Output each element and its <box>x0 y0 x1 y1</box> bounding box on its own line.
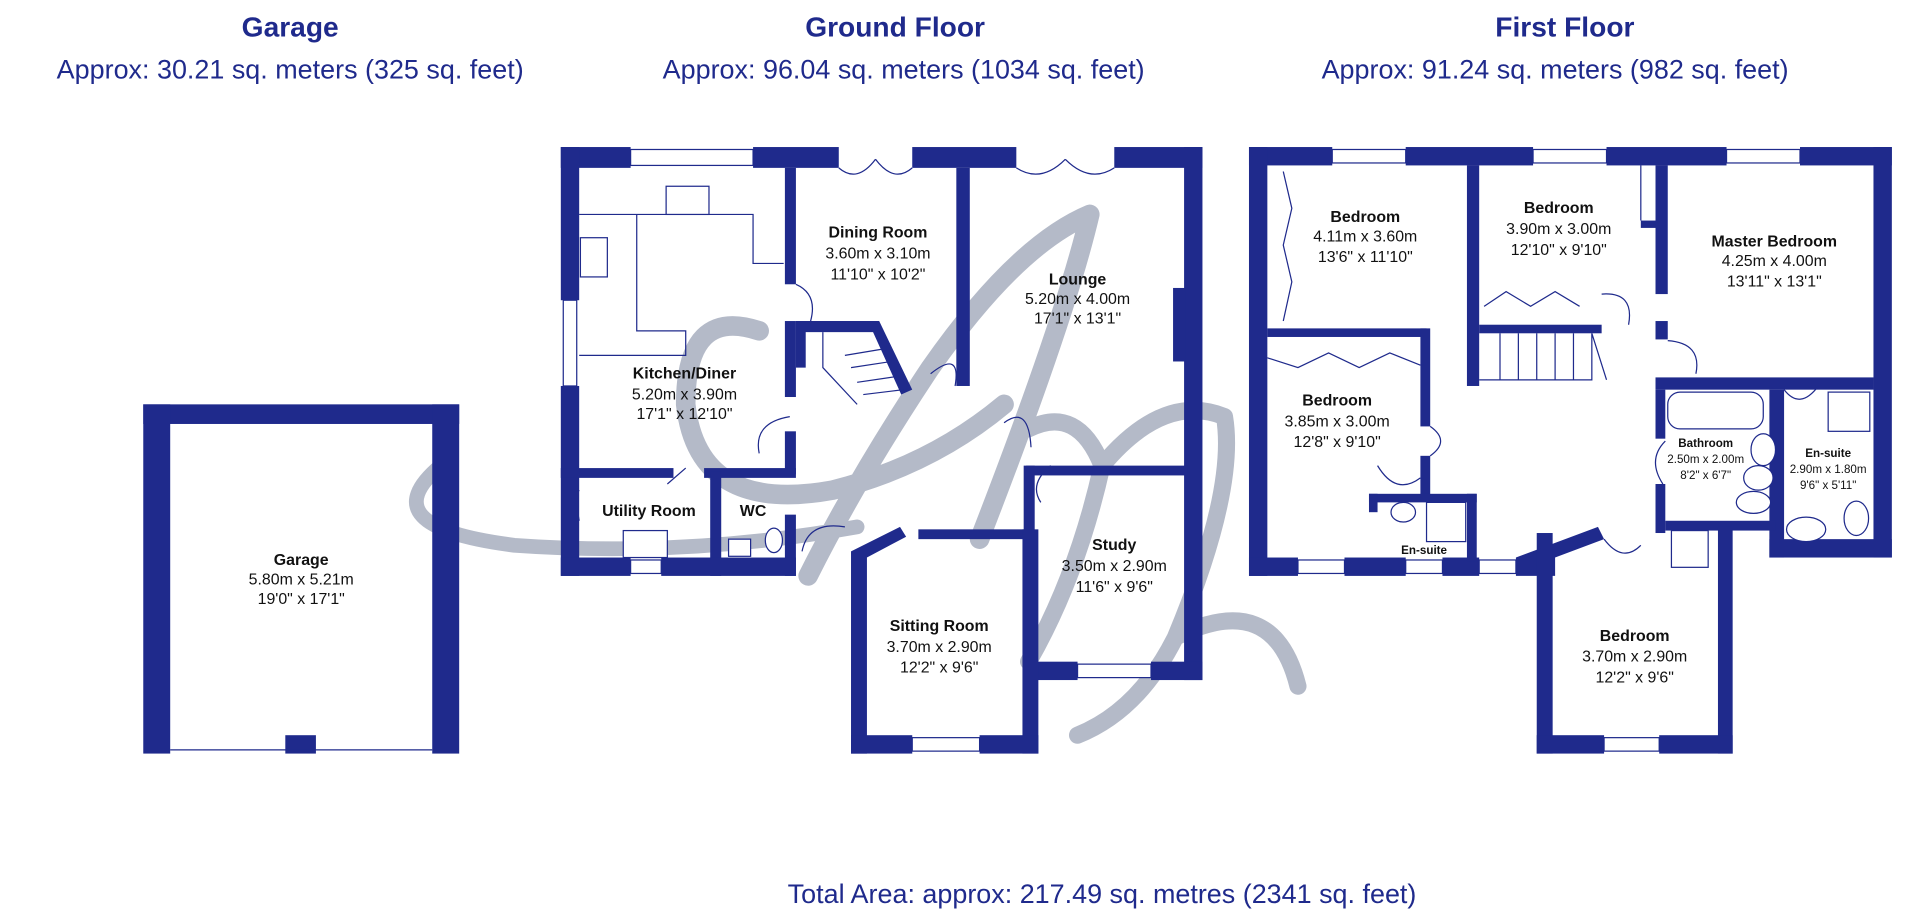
room-size-metric: 4.25m x 4.00m <box>1722 253 1827 270</box>
room-name: WC <box>740 503 767 520</box>
room-garage: Garage 5.80m x 5.21m 19'0" x 17'1" <box>249 552 354 608</box>
room-bedroom-1: Bedroom 4.11m x 3.60m 13'6" x 11'10" <box>1313 209 1417 266</box>
room-name: En-suite <box>1401 544 1447 557</box>
room-size-metric: 2.50m x 2.00m <box>1667 453 1744 466</box>
room-sitting: Sitting Room 3.70m x 2.90m 12'2" x 9'6" <box>887 618 992 677</box>
ground-floor-area: Approx: 96.04 sq. meters (1034 sq. feet) <box>663 54 1145 84</box>
room-name: Utility Room <box>602 503 696 520</box>
room-size-metric: 3.60m x 3.10m <box>825 246 930 263</box>
room-size-metric: 5.20m x 3.90m <box>632 386 737 403</box>
room-en-suite: En-suite 2.90m x 1.80m 9'6" x 5'11" <box>1790 447 1867 492</box>
total-area: Total Area: approx: 217.49 sq. metres (2… <box>788 879 1417 909</box>
room-size-imperial: 9'6" x 5'11" <box>1800 479 1856 492</box>
watermark-swash <box>409 458 865 557</box>
room-size-imperial: 19'0" x 17'1" <box>258 591 345 608</box>
room-size-imperial: 12'2" x 9'6" <box>900 660 978 677</box>
room-lounge: Lounge 5.20m x 4.00m 17'1" x 13'1" <box>1025 271 1130 327</box>
room-bathroom: Bathroom 2.50m x 2.00m 8'2" x 6'7" <box>1667 437 1744 482</box>
room-size-imperial: 12'10" x 9'10" <box>1511 242 1607 259</box>
room-size-metric: 3.70m x 2.90m <box>1582 649 1687 666</box>
room-name: Master Bedroom <box>1712 233 1837 250</box>
room-name: Bedroom <box>1524 200 1594 217</box>
room-name: Bathroom <box>1678 437 1733 450</box>
room-name: Study <box>1092 537 1136 554</box>
room-size-imperial: 13'11" x 13'1" <box>1727 274 1822 291</box>
room-name: Bedroom <box>1302 393 1372 410</box>
room-name: Garage <box>274 552 329 569</box>
room-bedroom-2: Bedroom 3.90m x 3.00m 12'10" x 9'10" <box>1506 200 1611 259</box>
ground-floor-heading: Ground Floor Approx: 96.04 sq. meters (1… <box>663 11 1145 85</box>
room-name: Bedroom <box>1330 209 1400 226</box>
garage-title: Garage <box>242 11 339 43</box>
room-size-metric: 5.80m x 5.21m <box>249 571 354 588</box>
first-floor-area: Approx: 91.24 sq. meters (982 sq. feet) <box>1322 54 1789 84</box>
room-size-metric: 2.90m x 1.80m <box>1790 463 1867 476</box>
room-size-metric: 5.20m x 4.00m <box>1025 291 1130 308</box>
room-kitchen-diner: Kitchen/Diner 5.20m x 3.90m 17'1" x 12'1… <box>632 366 737 423</box>
room-utility: Utility Room <box>602 503 696 520</box>
room-name: Bedroom <box>1600 628 1670 645</box>
watermark-letter-a-stroke <box>675 204 1100 586</box>
first-floor-plan <box>1248 147 1892 754</box>
room-size-metric: 3.90m x 3.00m <box>1506 221 1611 238</box>
room-wc: WC <box>740 503 767 520</box>
room-size-metric: 4.11m x 3.60m <box>1313 228 1417 245</box>
room-study: Study 3.50m x 2.90m 11'6" x 9'6" <box>1062 537 1167 596</box>
garage-area: Approx: 30.21 sq. meters (325 sq. feet) <box>57 54 524 84</box>
room-name: Kitchen/Diner <box>633 366 736 383</box>
room-master-bedroom: Master Bedroom 4.25m x 4.00m 13'11" x 13… <box>1712 233 1837 290</box>
room-name: Lounge <box>1049 271 1107 288</box>
room-size-imperial: 13'6" x 11'10" <box>1318 249 1413 266</box>
room-size-imperial: 17'1" x 13'1" <box>1034 310 1121 327</box>
room-size-imperial: 11'10" x 10'2" <box>831 266 926 283</box>
room-size-imperial: 12'8" x 9'10" <box>1294 434 1381 451</box>
room-bedroom-3: Bedroom 3.85m x 3.00m 12'8" x 9'10" <box>1285 393 1390 452</box>
room-size-imperial: 8'2" x 6'7" <box>1680 469 1731 482</box>
room-en-suite-small: En-suite <box>1401 544 1447 557</box>
room-size-metric: 3.50m x 2.90m <box>1062 558 1167 575</box>
room-bedroom-4: Bedroom 3.70m x 2.90m 12'2" x 9'6" <box>1582 628 1687 687</box>
room-size-imperial: 12'2" x 9'6" <box>1596 670 1674 687</box>
room-size-metric: 3.70m x 2.90m <box>887 639 992 656</box>
room-size-imperial: 17'1" x 12'10" <box>636 406 732 423</box>
ground-floor-title: Ground Floor <box>805 11 985 43</box>
room-size-metric: 3.85m x 3.00m <box>1285 413 1390 430</box>
room-name: En-suite <box>1805 447 1851 460</box>
room-size-imperial: 11'6" x 9'6" <box>1076 579 1153 596</box>
room-name: Sitting Room <box>890 618 989 635</box>
room-dining: Dining Room 3.60m x 3.10m 11'10" x 10'2" <box>825 225 930 284</box>
ground-floor-plan <box>560 147 1203 754</box>
first-floor-heading: First Floor Approx: 91.24 sq. meters (98… <box>1322 11 1789 85</box>
room-name: Dining Room <box>828 225 927 242</box>
garage-heading: Garage Approx: 30.21 sq. meters (325 sq.… <box>57 11 524 85</box>
garage-plan <box>143 404 460 754</box>
first-floor-title: First Floor <box>1495 11 1634 43</box>
